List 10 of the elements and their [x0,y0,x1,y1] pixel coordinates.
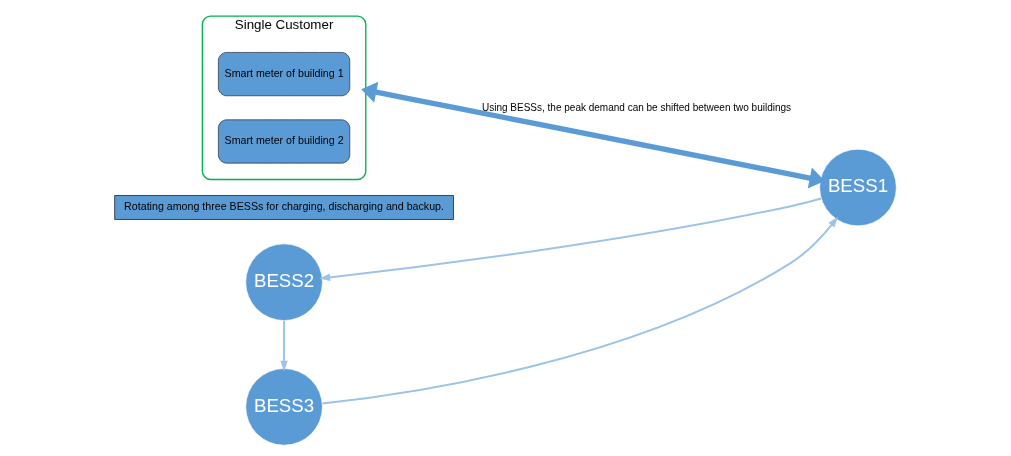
node-circle: BESS2 [245,243,323,321]
arrow [319,197,823,282]
node-circle: BESS3 [245,368,323,446]
edge-label: Using BESSs, the peak demand can be shifted between two buildings [482,101,792,113]
arrow [361,81,825,189]
node-box: Smart meter of building 2 [218,119,351,164]
arrow [321,216,838,405]
arrow [280,319,288,372]
node-box: Rotating among three BESSs for charging, discharging and backup. [114,195,454,220]
node-box: Smart meter of building 1 [218,52,351,97]
